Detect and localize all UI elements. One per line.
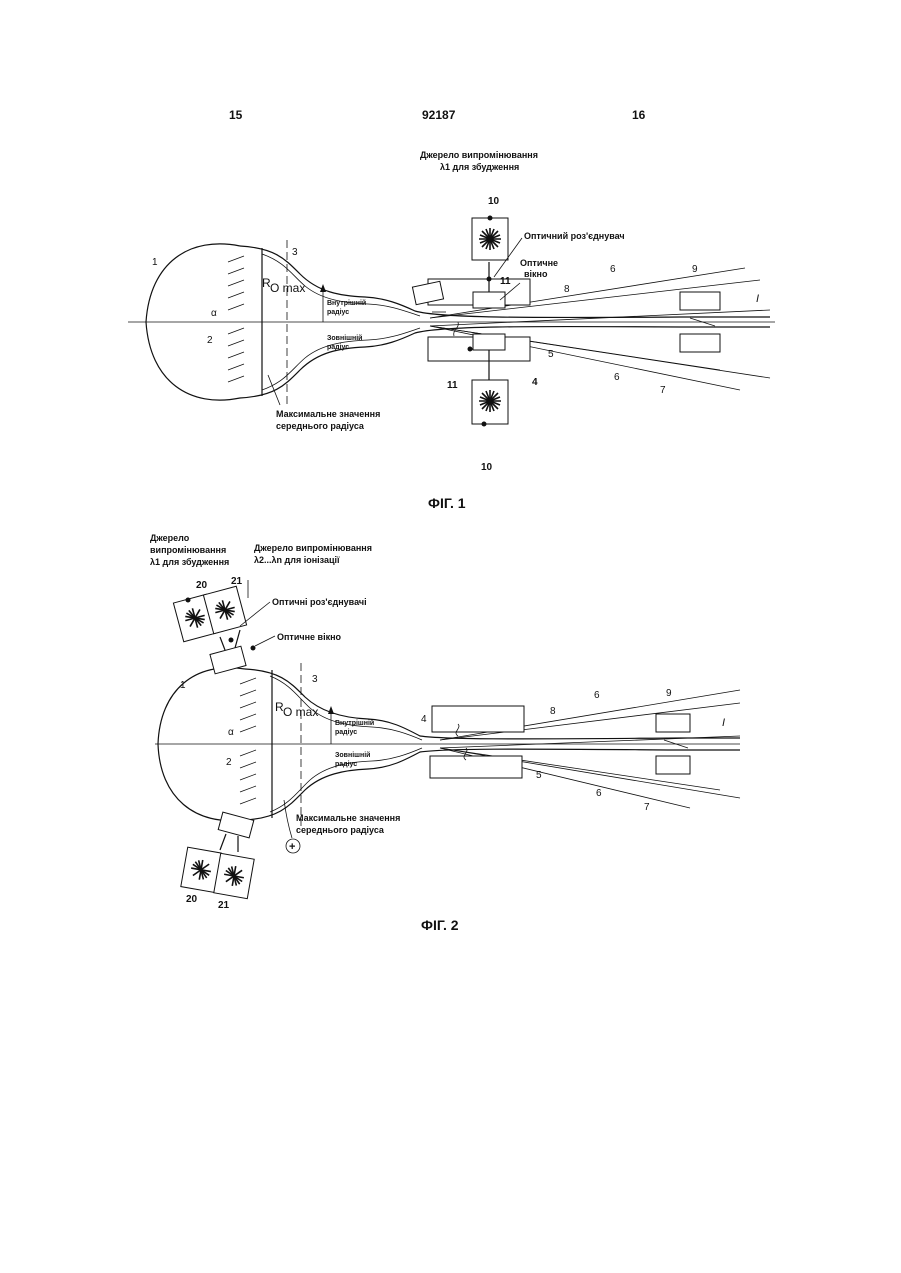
fig2-ref-5: 5 — [536, 770, 542, 781]
fig2-caption: ФІГ. 2 — [421, 917, 459, 933]
fig2-maxmean-1: Максимальне значення — [296, 813, 400, 823]
fig2-connector-c — [220, 834, 226, 850]
figure-2: + Джерело випромінювання λ1 для збудженн… — [150, 533, 740, 933]
fig1-hatching — [228, 256, 244, 382]
fig1-node-top — [487, 277, 492, 282]
fig2-inner-radius-2: радіус — [335, 728, 357, 736]
fig2-outer-radius-2: радіус — [335, 760, 357, 768]
fig1-source-label-1: Джерело випромінювання — [420, 150, 538, 160]
fig1-ref-I: I — [756, 293, 759, 305]
fig1-maxmean-2: середнього радіуса — [276, 421, 365, 431]
fig2-node-splitter — [229, 638, 234, 643]
fig1-ref-8: 8 — [564, 284, 570, 295]
fig2-source2-1: Джерело випромінювання — [254, 543, 372, 553]
fig1-splitter-label: Оптичний роз'єднувач — [524, 231, 625, 241]
fig1-outer-radius-1: Зовнішній — [327, 334, 362, 342]
fig2-ref-9: 9 — [666, 688, 672, 699]
fig2-ref-20a: 20 — [196, 580, 208, 591]
fig1-inner-radius-2: радіус — [327, 308, 349, 316]
fig2-ref-1: 1 — [180, 680, 186, 691]
fig1-ref-10b: 10 — [481, 462, 493, 473]
fig2-optical-window-bottom — [218, 812, 254, 838]
fig1-ref-6b: 6 — [614, 372, 620, 383]
fig2-detector-bottom — [656, 756, 690, 774]
fig2-maxmean-2: середнього радіуса — [296, 825, 385, 835]
fig1-inner-radius-1: Внутрішній — [327, 299, 366, 307]
fig2-hatching — [240, 678, 256, 804]
figure-1: Джерело випромінювання λ1 для збудження … — [128, 150, 775, 511]
fig2-connector-b — [235, 630, 240, 648]
fig2-source1-1: Джерело — [150, 533, 190, 543]
fig1-ref-11a: 11 — [500, 276, 511, 287]
fig2-inner-radius-1: Внутрішній — [335, 719, 374, 727]
fig1-rmax-sub: O max — [270, 281, 305, 295]
fig1-caption: ФІГ. 1 — [428, 495, 466, 511]
fig2-connector-a — [220, 637, 225, 650]
fig2-splitters-label: Оптичні роз'єднувачі — [272, 597, 367, 607]
fig2-ref-6b: 6 — [596, 788, 602, 799]
fig2-window-label: Оптичне вікно — [277, 632, 342, 642]
fig2-arrowhead — [328, 706, 334, 714]
fig1-ref-1: 1 — [152, 257, 158, 268]
fig1-ref-2: 2 — [207, 335, 213, 346]
page-number-left: 15 — [229, 108, 243, 122]
fig2-ref-21a: 21 — [231, 576, 243, 587]
fig1-detector-bottom — [680, 334, 720, 352]
fig1-node-11 — [468, 347, 473, 352]
fig2-ref-6a: 6 — [594, 690, 600, 701]
fig2-detector-top — [656, 714, 690, 732]
fig2-source2-2: λ2...λn для іонізації — [254, 555, 340, 565]
fig2-ref-4: 4 — [421, 714, 427, 725]
fig1-ref-6a: 6 — [610, 264, 616, 275]
fig2-optical-window-top — [210, 646, 246, 674]
fig1-source-top — [472, 216, 508, 261]
fig1-outer-radius-2: радіус — [327, 343, 349, 351]
fig1-source-bottom — [472, 380, 508, 427]
fig1-maxmean-1: Максимальне значення — [276, 409, 380, 419]
fig2-ref-2: 2 — [226, 757, 232, 768]
fig1-ref-10a: 10 — [488, 196, 500, 207]
fig1-alpha: α — [211, 308, 217, 319]
fig2-leader-window — [255, 636, 275, 646]
fig1-ref-4: 4 — [532, 377, 538, 388]
fig1-ref-9: 9 — [692, 264, 698, 275]
fig2-leader-splitters — [240, 602, 270, 626]
fig2-rmax-sub: O max — [283, 705, 318, 719]
fig1-ref-11b: 11 — [447, 380, 458, 391]
fig1-ref-7: 7 — [660, 385, 666, 396]
fig2-node-20 — [186, 598, 191, 603]
fig2-block-bottom — [430, 756, 522, 778]
fig2-alpha: α — [228, 727, 234, 738]
page-number-right: 16 — [632, 108, 646, 122]
fig1-detector-top — [680, 292, 720, 310]
fig2-node-window — [251, 646, 256, 651]
fig1-ref-3: 3 — [292, 247, 298, 258]
patent-number: 92187 — [422, 108, 456, 122]
fig2-ref-8: 8 — [550, 706, 556, 717]
fig1-ref-5: 5 — [548, 349, 554, 360]
fig2-source-21-bottom — [214, 853, 254, 898]
fig1-window-label-1: Оптичне — [520, 258, 558, 268]
fig2-ref-3: 3 — [312, 674, 318, 685]
fig1-window-label-2: вікно — [524, 269, 548, 279]
fig2-ref-21b: 21 — [218, 900, 230, 911]
fig1-leader-maxmean — [268, 375, 280, 405]
fig2-ref-7: 7 — [644, 802, 650, 813]
fig1-window-bottom — [473, 334, 505, 350]
fig2-block-top — [432, 706, 524, 732]
fig2-plus-sign: + — [289, 841, 295, 853]
fig1-source-label-2: λ1 для збудження — [440, 162, 519, 172]
fig2-source1-2: випромінювання — [150, 545, 226, 555]
fig2-ref-I: I — [722, 717, 725, 729]
fig2-outer-radius-1: Зовнішній — [335, 751, 370, 759]
fig2-ref-20b: 20 — [186, 894, 198, 905]
fig2-source1-3: λ1 для збудження — [150, 557, 229, 567]
